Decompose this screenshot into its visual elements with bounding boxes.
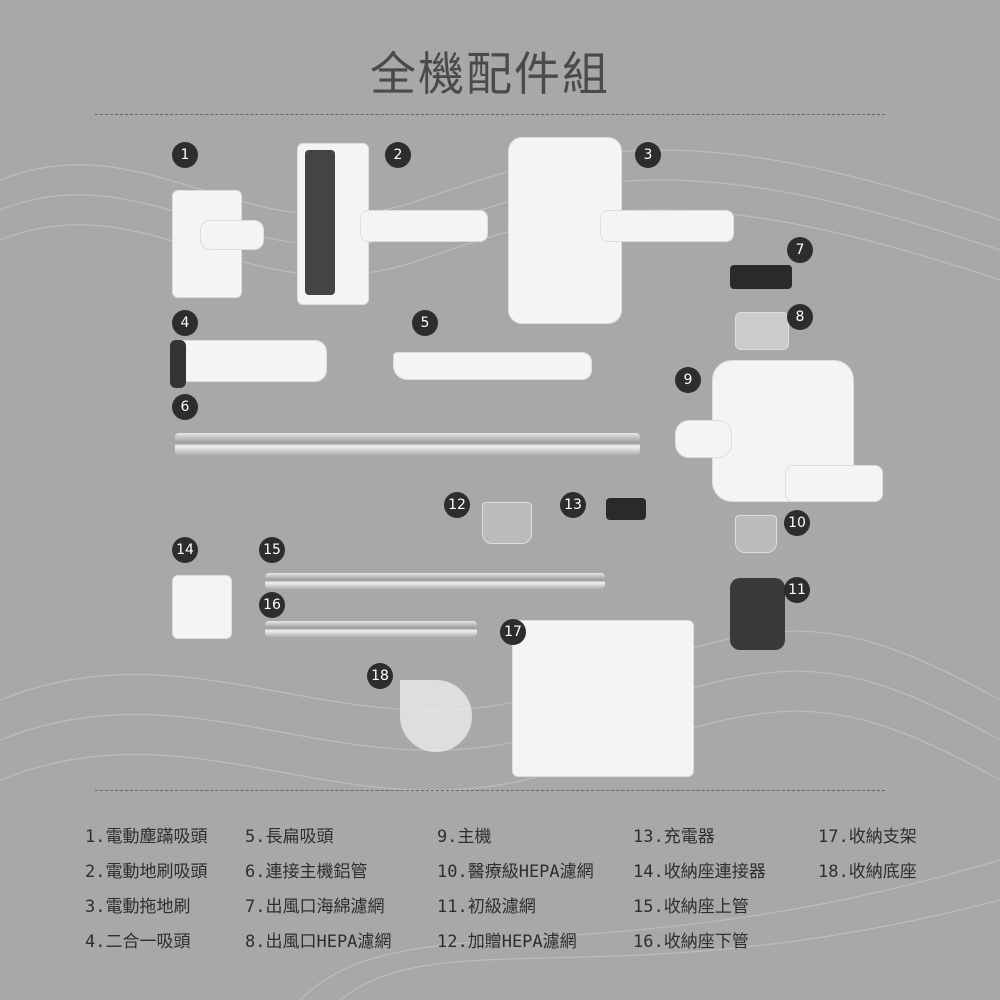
legend-item: 15.收納座上管 <box>633 897 749 917</box>
badge-4: 4 <box>172 310 198 336</box>
legend-item: 6.連接主機鋁管 <box>245 862 368 882</box>
legend-item: 4.二合一吸頭 <box>85 932 191 952</box>
main-tube <box>175 433 640 455</box>
extra-hepa-filter <box>482 502 532 544</box>
2in1-head <box>170 340 327 382</box>
2in1-bristles <box>170 340 186 388</box>
legend-item: 7.出風口海綿濾網 <box>245 897 385 917</box>
primary-filter <box>730 578 785 650</box>
badge-1: 1 <box>172 142 198 168</box>
badge-11: 11 <box>784 577 810 603</box>
floor-brush-roller <box>305 150 335 295</box>
badge-5: 5 <box>412 310 438 336</box>
legend-item: 16.收納座下管 <box>633 932 749 952</box>
legend-item: 11.初級濾網 <box>437 897 536 917</box>
exhaust-hepa <box>735 312 789 350</box>
badge-12: 12 <box>444 492 470 518</box>
floor-brush-neck <box>360 210 488 242</box>
dock-upper-tube <box>265 573 605 589</box>
crevice-tool <box>393 352 592 380</box>
badge-2: 2 <box>385 142 411 168</box>
legend-item: 14.收納座連接器 <box>633 862 766 882</box>
divider-top <box>95 114 885 115</box>
main-unit-handle <box>785 465 883 502</box>
legend-item: 10.醫療級HEPA濾網 <box>437 862 594 882</box>
legend-item: 5.長扁吸頭 <box>245 827 334 847</box>
legend-item: 8.出風口HEPA濾網 <box>245 932 392 952</box>
divider-bottom <box>95 790 885 791</box>
hepa-filter-10 <box>735 515 777 553</box>
legend-item: 9.主機 <box>437 827 492 847</box>
badge-8: 8 <box>787 304 813 330</box>
badge-3: 3 <box>635 142 661 168</box>
dock-base <box>400 680 472 752</box>
main-unit-inlet <box>675 420 732 458</box>
page-title: 全機配件組 <box>370 47 610 101</box>
legend-item: 17.收納支架 <box>818 827 917 847</box>
sponge-filter <box>730 265 792 289</box>
legend-item: 3.電動拖地刷 <box>85 897 191 917</box>
legend-item: 2.電動地刷吸頭 <box>85 862 208 882</box>
legend-item: 18.收納底座 <box>818 862 917 882</box>
badge-14: 14 <box>172 537 198 563</box>
badge-13: 13 <box>560 492 586 518</box>
badge-17: 17 <box>500 619 526 645</box>
badge-16: 16 <box>259 592 285 618</box>
dock-connector <box>172 575 232 639</box>
dock-stand <box>512 620 694 777</box>
badge-6: 6 <box>172 394 198 420</box>
charger <box>606 498 646 520</box>
legend-item: 13.充電器 <box>633 827 715 847</box>
dock-lower-tube <box>265 621 477 637</box>
dust-mite-head-neck <box>200 220 264 250</box>
badge-9: 9 <box>675 367 701 393</box>
legend-item: 12.加贈HEPA濾網 <box>437 932 577 952</box>
badge-15: 15 <box>259 537 285 563</box>
legend-item: 1.電動塵蹣吸頭 <box>85 827 208 847</box>
badge-18: 18 <box>367 663 393 689</box>
badge-10: 10 <box>784 510 810 536</box>
badge-7: 7 <box>787 237 813 263</box>
mop-neck <box>600 210 734 242</box>
